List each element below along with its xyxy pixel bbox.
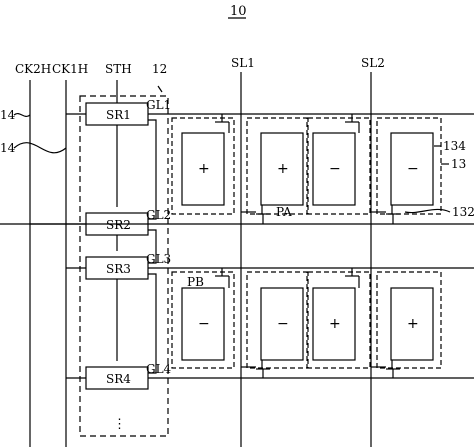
polarity-r1c4: − — [407, 161, 419, 177]
figure-number: 10 — [230, 4, 247, 19]
pixel-r1c3-outline — [307, 117, 371, 215]
pixel-r1c2-electrode — [260, 132, 304, 206]
pixel-r1c1-electrode — [181, 132, 225, 206]
sr4-box — [85, 366, 149, 390]
pixel-r2c3-electrode — [312, 287, 356, 361]
ck2h-label: CK2H — [15, 62, 51, 76]
gl4-label: GL4 — [146, 362, 172, 376]
ref-12: 12 — [152, 62, 167, 76]
tft-r2c2 — [241, 360, 270, 378]
tft-r2c3 — [345, 268, 360, 288]
pixel-r2c1-electrode — [181, 287, 225, 361]
tft-r1c4 — [371, 205, 400, 224]
sr1-label: SR1 — [106, 108, 131, 122]
pixel-r1c2-outline — [246, 117, 308, 215]
leader-132 — [404, 208, 451, 214]
pixel-r2c1-outline — [171, 271, 235, 369]
pixel-r1c4-outline — [376, 117, 442, 215]
gl2-label: GL2 — [146, 208, 171, 222]
polarity-r1c3: − — [329, 161, 341, 177]
sr2-label: SR2 — [106, 218, 131, 232]
polarity-r1c1: + — [198, 161, 210, 177]
polarity-r1c2: + — [277, 161, 289, 177]
leader-14a — [13, 112, 31, 118]
ref-132: 132 — [452, 205, 474, 219]
sr4-label: SR4 — [106, 372, 131, 386]
gl3-label: GL3 — [146, 252, 171, 266]
polarity-r2c3: + — [329, 316, 341, 332]
polarity-r2c2: − — [277, 316, 289, 332]
pixel-r2c2-outline — [246, 271, 308, 369]
ref-14-b: 14 — [0, 141, 16, 155]
pa-label: PA — [276, 205, 292, 219]
pixel-r2c2-electrode — [260, 287, 304, 361]
sth-label: STH — [105, 62, 132, 76]
pixel-r2c4-electrode — [390, 287, 434, 361]
pixel-r1c3-electrode — [312, 132, 356, 206]
pixel-r1c1-outline — [171, 117, 235, 215]
ck1h-label: CK1H — [52, 62, 88, 76]
sl2-label: SL2 — [361, 56, 385, 70]
sr3-label: SR3 — [106, 262, 131, 276]
polarity-r2c1: − — [198, 316, 210, 332]
sl1-label: SL1 — [231, 56, 255, 70]
ref-134: 134 — [443, 139, 466, 153]
pb-label: PB — [187, 275, 204, 289]
tft-r1c3 — [345, 114, 360, 133]
continuation-dots: ⋮ — [113, 417, 126, 432]
gl1-label: GL1 — [146, 98, 171, 112]
ref-13: 13 — [451, 157, 466, 171]
tft-r1c2 — [241, 205, 270, 224]
ref-14-a: 14 — [0, 108, 16, 122]
leader-12 — [157, 85, 163, 93]
gate-driver-outline — [79, 95, 169, 437]
pixel-r1c4-electrode — [390, 132, 434, 206]
leader-14b — [13, 142, 67, 154]
polarity-r2c4: + — [407, 316, 419, 332]
tft-r2c4 — [371, 360, 400, 378]
pixel-r2c4-outline — [376, 271, 442, 369]
tft-r2c1 — [215, 268, 230, 288]
pixel-r2c3-outline — [307, 271, 371, 369]
tft-r1c1 — [215, 114, 230, 133]
